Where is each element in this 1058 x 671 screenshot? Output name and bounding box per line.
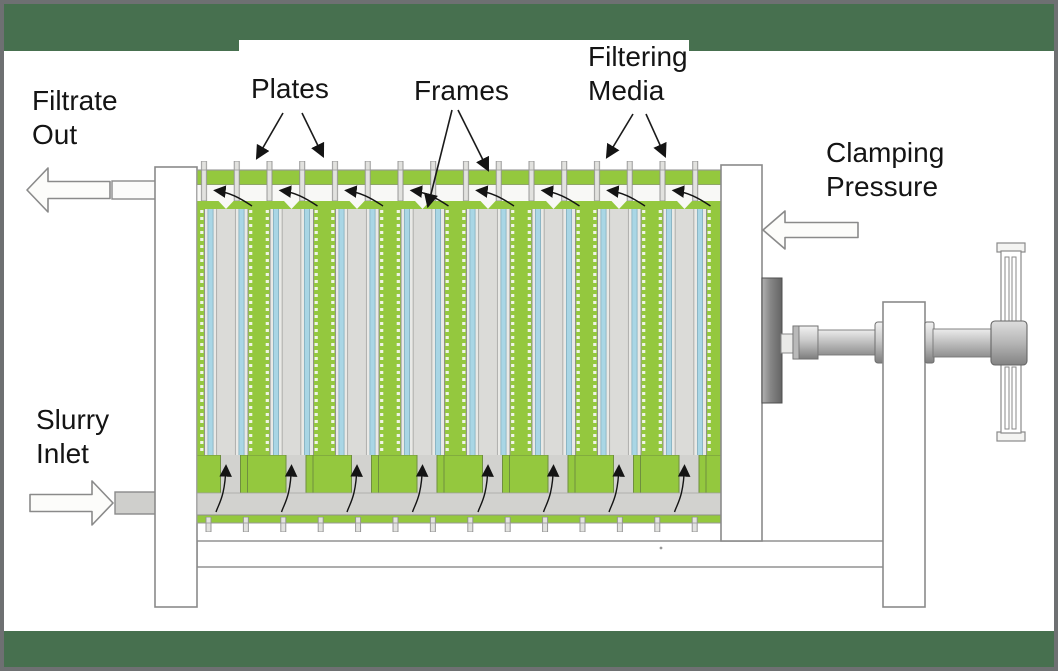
plates-frames-media-columns (197, 209, 721, 455)
filtrate-flow-arrows (213, 185, 711, 207)
movable-end-plate (720, 164, 763, 542)
label-filtering-media: Filtering Media (588, 41, 688, 106)
notched-green-strip (197, 201, 721, 209)
slurry-flow-arrows (215, 464, 691, 513)
slurry-pipe (114, 491, 159, 515)
speck (659, 546, 663, 550)
bottom-green-banner (0, 631, 1058, 669)
frames-pointer-arrows (423, 109, 489, 209)
filtering-media-pointer-arrows (605, 113, 667, 159)
label-frames: Frames (414, 75, 509, 106)
label-clamping-pressure: Clamping Pressure (826, 137, 945, 202)
label-slurry-inlet: Slurry Inlet (36, 404, 110, 469)
slurry-inlet-arrow (29, 480, 114, 526)
clamping-screw-assembly (761, 242, 1028, 608)
screw-shaft-left (817, 329, 877, 356)
top-pegs (197, 161, 721, 201)
screw-stub (780, 333, 795, 354)
clamping-pressure-arrow (762, 210, 859, 250)
left-end-plate (154, 166, 198, 608)
plates-pointer-arrows (255, 112, 325, 160)
handwheel (990, 242, 1028, 442)
banner-white-notch (239, 40, 689, 51)
handwheel-hub (990, 320, 1028, 366)
label-plates: Plates (251, 73, 329, 104)
filtrate-pipe (111, 180, 157, 200)
top-green-banner (0, 0, 1058, 51)
bottom-frame-blocks (197, 455, 721, 493)
pressure-plate (761, 277, 783, 404)
bottom-pegs (197, 517, 721, 532)
filtrate-out-arrow (26, 167, 111, 213)
label-filtrate-out: Filtrate Out (32, 85, 118, 150)
tail-stand (882, 301, 926, 608)
screw-shaft-right (932, 328, 994, 358)
plate-frame-stack (196, 161, 722, 532)
base-rail (196, 540, 886, 568)
bottom-slurry-channel (196, 492, 722, 516)
